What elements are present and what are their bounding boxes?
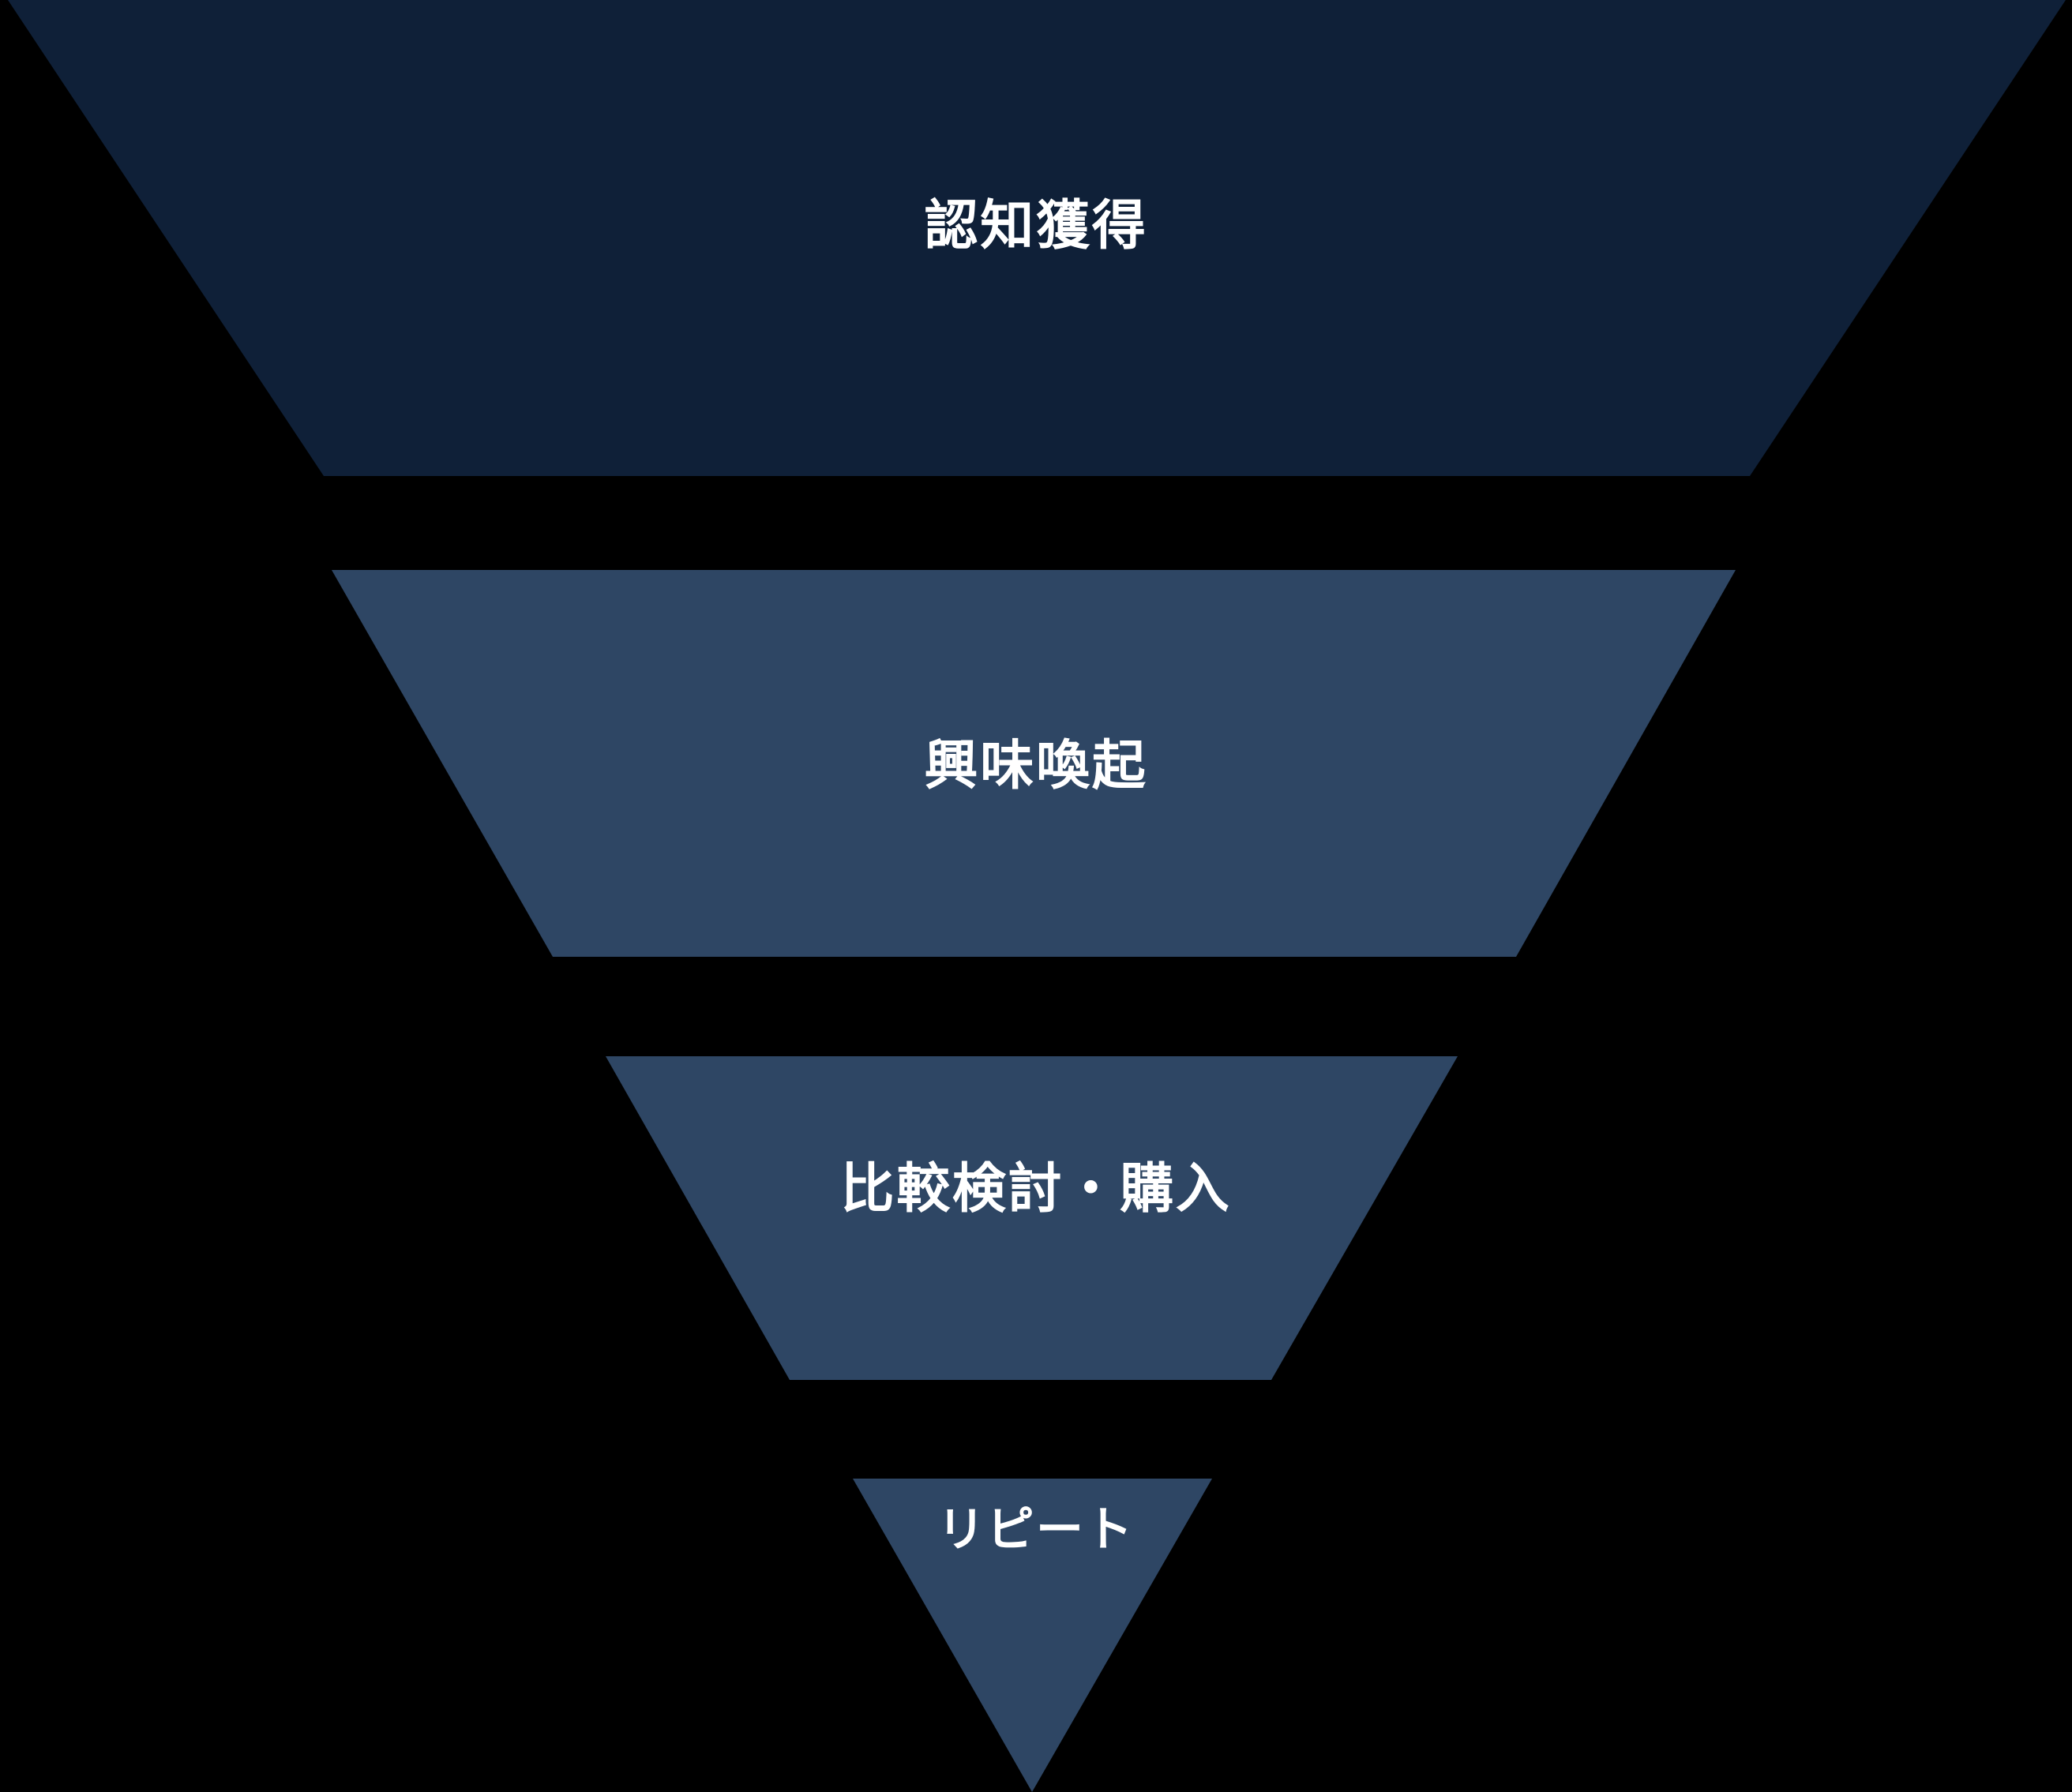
funnel-segment-awareness[interactable]	[8, 0, 2066, 476]
funnel-segment-interest[interactable]	[332, 570, 1736, 957]
funnel-segment-consideration-purchase[interactable]	[606, 1056, 1458, 1380]
funnel-segment-repeat[interactable]	[853, 1479, 1212, 1792]
